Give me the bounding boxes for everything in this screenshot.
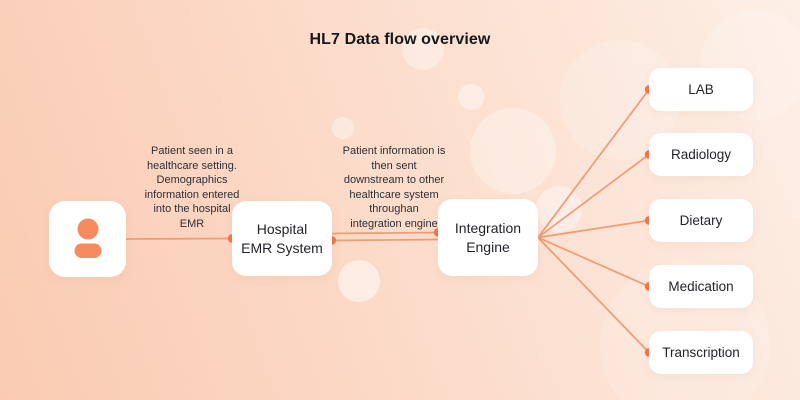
person-icon [74,218,101,258]
node-radiology-label: Radiology [670,147,732,162]
decor-circle [536,186,582,232]
node-radiology[interactable]: Radiology [649,133,753,176]
node-emr[interactable]: Hospital EMR System [232,201,332,276]
node-integration[interactable]: Integration Engine [438,199,538,276]
node-integration-label: Integration Engine [454,219,522,255]
node-medication-label: Medication [668,279,734,294]
node-patient[interactable] [49,201,126,277]
node-lab-label: LAB [688,82,714,97]
decor-circle [338,260,380,302]
node-medication[interactable]: Medication [649,265,753,308]
node-transcription[interactable]: Transcription [649,331,753,374]
node-emr-label: Hospital EMR System [241,220,323,256]
decor-circle [458,84,484,110]
annotation-patient-to-emr: Patient seen in a healthcare setting. De… [144,145,240,230]
decor-circle [470,108,556,194]
annotation-emr-to-integration: Patient information is then sent downstr… [342,145,446,230]
node-dietary-label: Dietary [679,213,723,228]
node-lab[interactable]: LAB [649,68,753,111]
decor-circle [332,117,354,139]
node-transcription-label: Transcription [662,345,740,360]
page-title: HL7 Data flow overview [309,31,491,48]
node-dietary[interactable]: Dietary [649,199,753,242]
